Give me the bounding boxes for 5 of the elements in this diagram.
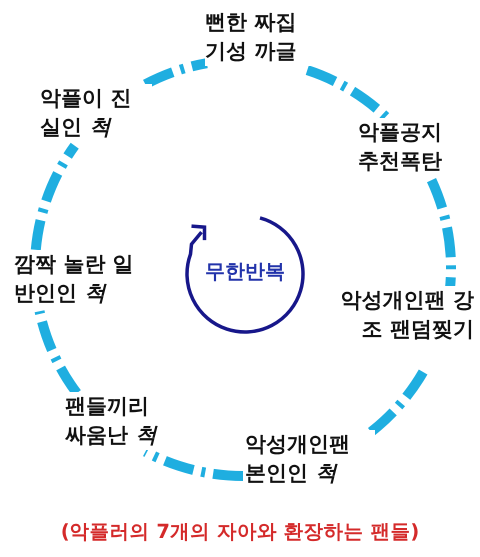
cycle-label: 무한반복 [204, 258, 286, 285]
caption: (악플러의 7개의 자아와 환장하는 팬들) [60, 519, 420, 545]
ring-segment [368, 369, 428, 436]
ring-segment [143, 58, 208, 89]
ring-segment [30, 143, 79, 251]
